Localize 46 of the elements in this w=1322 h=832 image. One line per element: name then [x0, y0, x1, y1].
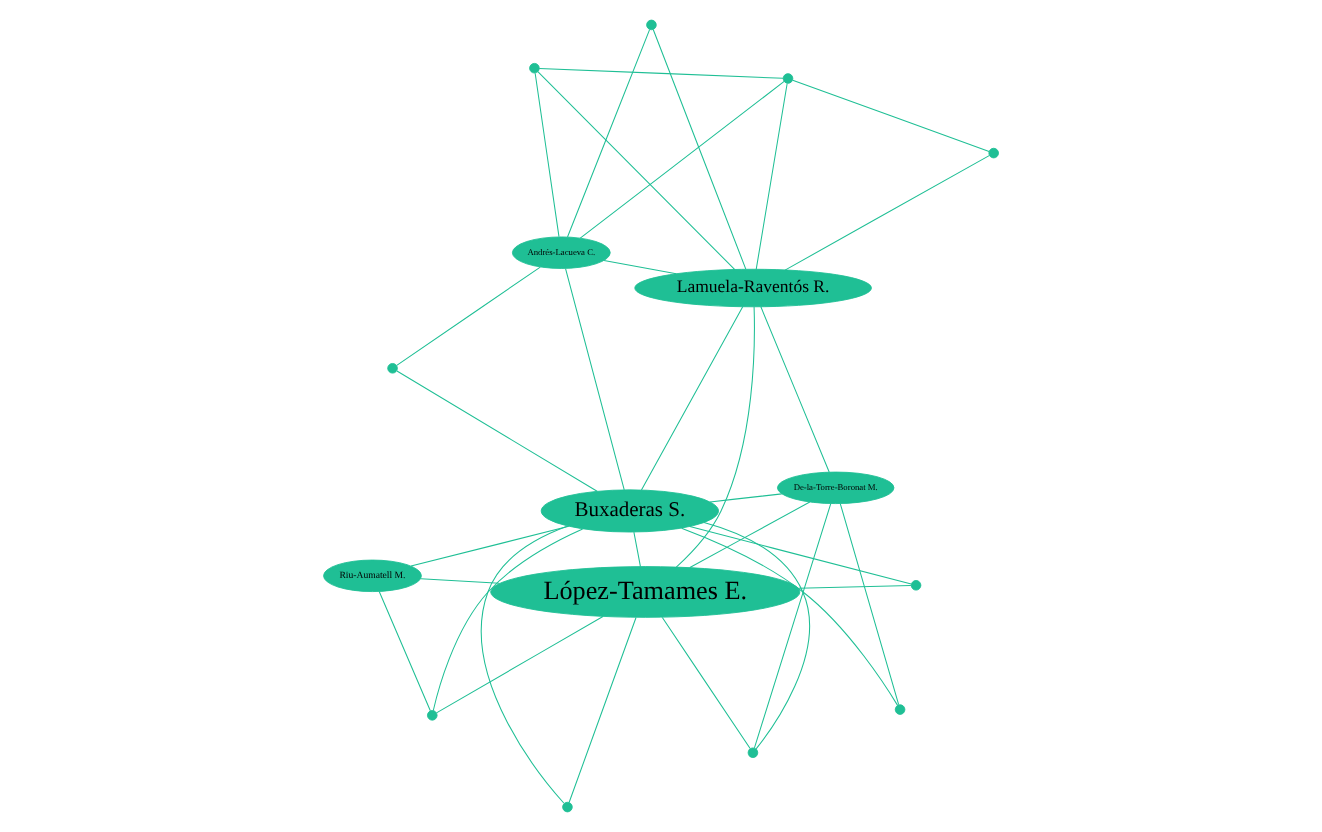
- connector: [396, 370, 598, 492]
- node-circle: [782, 73, 794, 84]
- connector: [538, 67, 784, 79]
- node-circle: [427, 710, 438, 721]
- connector: [579, 80, 785, 239]
- connector: [567, 29, 651, 238]
- connector: [603, 260, 677, 275]
- node-ellipse: Buxaderas S.: [540, 489, 719, 533]
- connector: [378, 591, 431, 712]
- connector: [480, 525, 569, 804]
- connector: [435, 615, 604, 714]
- connector: [753, 503, 832, 749]
- connector: [689, 501, 811, 569]
- connector: [784, 155, 990, 271]
- connector: [839, 503, 900, 706]
- node-circle: [387, 363, 398, 374]
- connector: [633, 531, 641, 568]
- connector: [755, 83, 788, 270]
- node-circle: [562, 801, 573, 813]
- node-ellipse: López-Tamames E.: [490, 566, 801, 618]
- connector: [565, 268, 625, 491]
- connector: [534, 72, 560, 238]
- node-circle: [529, 62, 540, 74]
- connector: [709, 493, 783, 503]
- connector: [396, 266, 541, 366]
- node-circle: [894, 704, 906, 715]
- connector: [760, 306, 830, 473]
- node-circle: [988, 147, 999, 159]
- node-circle: [747, 747, 759, 758]
- connector: [410, 525, 570, 567]
- connector: [640, 306, 744, 491]
- connector: [797, 584, 912, 589]
- connector: [681, 527, 899, 706]
- connector: [420, 578, 500, 584]
- connector: [661, 616, 751, 750]
- connector: [537, 71, 736, 271]
- node-circle: [910, 580, 922, 591]
- connector: [792, 79, 990, 152]
- node-circle: [646, 19, 657, 31]
- connector: [703, 521, 811, 750]
- connector: [652, 29, 747, 270]
- connector: [432, 528, 584, 712]
- connector: [568, 616, 637, 803]
- node-ellipse: Lamuela-Raventós R.: [634, 268, 872, 308]
- connector: [689, 526, 912, 585]
- connector: [675, 306, 755, 568]
